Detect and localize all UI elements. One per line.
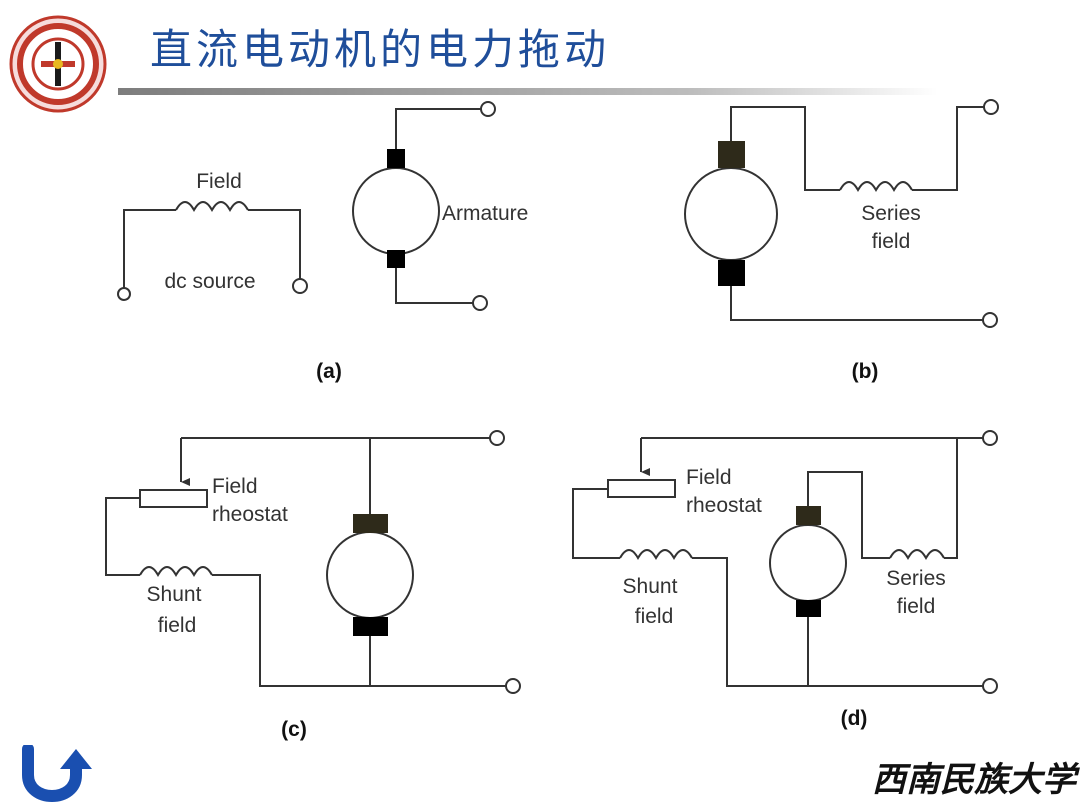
label-a-field: Field xyxy=(196,170,242,193)
brush-c-top xyxy=(353,514,388,533)
university-seal-icon xyxy=(9,15,107,113)
brush-d-bottom xyxy=(796,600,821,617)
university-name-logo: 西南民族大学 xyxy=(872,760,1076,800)
circuit-c-shunt-motor xyxy=(105,430,521,694)
caption-a: (a) xyxy=(316,360,342,383)
caption-c: (c) xyxy=(281,718,307,741)
label-a-dc-source: dc source xyxy=(164,270,255,293)
label-d-series-field: field xyxy=(897,595,936,618)
brush-a-top xyxy=(387,149,405,168)
brush-c-bottom xyxy=(353,617,388,636)
label-a-armature: Armature xyxy=(442,202,528,225)
label-d-shunt: Shunt xyxy=(623,575,678,598)
circuit-a-field-winding xyxy=(117,201,308,301)
brushes xyxy=(353,141,821,636)
label-d-series: Series xyxy=(886,567,946,590)
label-c-shunt: Shunt xyxy=(147,583,202,606)
label-c-shunt-field: field xyxy=(158,614,197,637)
brush-b-top xyxy=(718,141,745,168)
circuit-d-compound-motor xyxy=(572,430,998,694)
label-c-rheostat-field: Field xyxy=(212,475,258,498)
brush-d-top xyxy=(796,506,821,525)
label-c-rheostat: rheostat xyxy=(212,503,288,526)
label-d-rheostat: rheostat xyxy=(686,494,762,517)
label-d-rheostat-field: Field xyxy=(686,466,732,489)
caption-d: (d) xyxy=(841,707,868,730)
label-d-shunt-field: field xyxy=(635,605,674,628)
return-arrow-icon[interactable] xyxy=(20,745,100,810)
label-b-field: field xyxy=(872,230,911,253)
caption-b: (b) xyxy=(852,360,879,383)
slide-title: 直流电动机的电力拖动 xyxy=(150,25,611,74)
circuit-b-series-motor xyxy=(684,99,999,328)
title-divider xyxy=(118,88,938,95)
label-b-series: Series xyxy=(861,202,921,225)
brush-a-bottom xyxy=(387,250,405,268)
brush-b-bottom xyxy=(718,260,745,286)
